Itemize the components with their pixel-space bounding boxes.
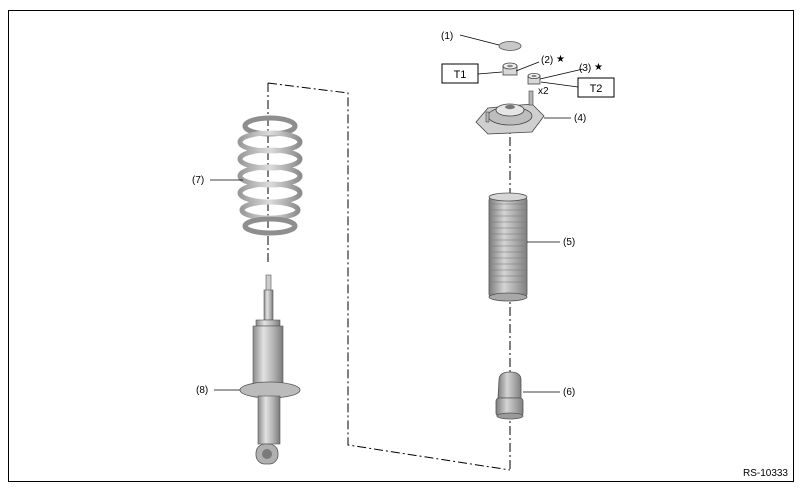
- callout-1: (1): [441, 31, 453, 42]
- torque-label-t1: T1: [454, 69, 467, 81]
- star-icon-callout-2: ★: [556, 54, 565, 65]
- callout-4: (4): [574, 113, 586, 124]
- star-icon-callout-3: ★: [594, 62, 603, 73]
- reference-code: RS-10333: [743, 468, 788, 479]
- assembly-path-line: [267, 82, 511, 471]
- torque-box-t1: T1: [441, 63, 479, 84]
- bump-stop: [495, 371, 524, 420]
- torque-label-t2: T2: [590, 83, 603, 95]
- callout-2: (2): [541, 55, 553, 66]
- leader-lines: [210, 34, 584, 393]
- shock-absorber: [239, 274, 301, 465]
- dust-boot: [488, 192, 528, 302]
- diagram-border: [8, 10, 794, 482]
- torque-box-t2: T2: [577, 77, 615, 98]
- callout-5: (5): [563, 237, 575, 248]
- callout-7: (7): [192, 175, 204, 186]
- strut-mount: [475, 90, 545, 135]
- center-nut: [502, 62, 518, 76]
- callout-8: (8): [196, 385, 208, 396]
- quantity-note: x2: [538, 86, 549, 97]
- callout-3: (3): [579, 63, 591, 74]
- dust-cap: [498, 41, 522, 51]
- callout-6: (6): [563, 387, 575, 398]
- coil-spring: [237, 115, 303, 236]
- mount-nut: [527, 73, 541, 85]
